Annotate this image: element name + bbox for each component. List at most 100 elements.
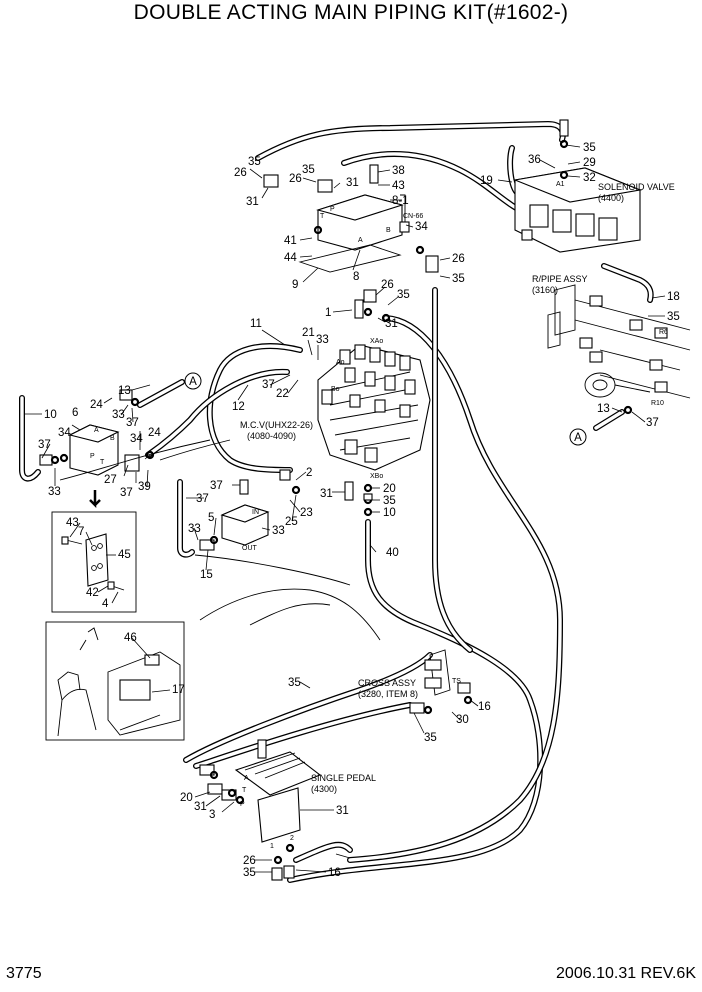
r-pipe-assy xyxy=(547,284,691,431)
callout: 5 xyxy=(208,512,214,524)
note-solenoid-valve-ref: (4400) xyxy=(598,193,624,203)
callout: 35 xyxy=(452,273,465,285)
inset-box-bracket xyxy=(51,490,137,613)
svg-text:IN: IN xyxy=(252,509,259,516)
callout: 16 xyxy=(328,867,341,879)
callout: 6 xyxy=(72,407,78,419)
svg-text:A: A xyxy=(244,775,249,782)
callout: 8 xyxy=(353,271,359,283)
inset-box-cab xyxy=(45,621,185,741)
svg-text:A: A xyxy=(358,237,363,244)
callout: 34 xyxy=(415,221,428,233)
svg-text:Ao: Ao xyxy=(336,359,345,366)
callout: 26 xyxy=(452,253,465,265)
callout: 13 xyxy=(118,385,131,397)
callout: 21 xyxy=(302,327,315,339)
single-pedal-3 xyxy=(199,739,322,881)
svg-text:R10: R10 xyxy=(651,400,664,407)
callout: 11 xyxy=(250,318,262,330)
note-rpipe-assy-ref: (3160) xyxy=(532,285,558,295)
svg-text:A: A xyxy=(94,427,99,434)
callout: 33 xyxy=(112,409,125,421)
hose-vertical-435 xyxy=(432,287,473,653)
callout: 45 xyxy=(118,549,131,561)
callout: 22 xyxy=(276,388,289,400)
svg-text:T: T xyxy=(242,787,247,794)
hose-pedal-lower xyxy=(293,841,353,863)
callout: 23 xyxy=(300,507,313,519)
hose-16 xyxy=(193,702,413,769)
callout: 37 xyxy=(262,379,275,391)
hose-main-right xyxy=(347,315,563,863)
ref-circle-a-right: A xyxy=(569,428,587,446)
assembly-notes: SOLENOID VALVE (4400) R/PIPE ASSY (3160)… xyxy=(240,182,675,794)
hose-15 xyxy=(287,519,544,883)
callout: 35 xyxy=(667,311,680,323)
callout: 3 xyxy=(209,809,215,821)
callout: 4 xyxy=(102,598,109,610)
callout: 26 xyxy=(381,279,394,291)
svg-text:B: B xyxy=(386,227,391,234)
pilot-block-8 xyxy=(263,164,439,273)
callout-numbers: 35 26 31 35 26 31 38 43 8-1 34 41 44 8 9… xyxy=(38,142,680,879)
callout: 41 xyxy=(284,235,297,247)
callout: 26 xyxy=(289,173,302,185)
page-number: 3775 xyxy=(6,965,42,982)
svg-text:Bo: Bo xyxy=(331,386,340,393)
callout: 2 xyxy=(306,467,312,479)
svg-text:XBo: XBo xyxy=(370,473,383,480)
callout: 34 xyxy=(58,427,71,439)
left-bracket-curve xyxy=(59,439,231,481)
svg-text:R6: R6 xyxy=(659,329,668,336)
cross-assy xyxy=(409,649,473,715)
callout: 19 xyxy=(480,175,493,187)
callout: 16 xyxy=(478,701,491,713)
callout: 35 xyxy=(583,142,596,154)
note-cross-assy-ref: (3280, ITEM 8) xyxy=(358,689,418,699)
callout: 31 xyxy=(336,805,349,817)
callout: 24 xyxy=(148,427,161,439)
callout: 33 xyxy=(316,334,329,346)
hose-10 xyxy=(19,395,195,558)
callout: 35 xyxy=(302,164,315,176)
callout: 35 xyxy=(424,732,437,744)
callout: 35 xyxy=(383,495,396,507)
callout: 46 xyxy=(124,632,137,644)
callout: 33 xyxy=(188,523,201,535)
callout: 10 xyxy=(44,409,57,421)
callout: 35 xyxy=(288,677,301,689)
callout: 9 xyxy=(292,279,298,291)
callout: 44 xyxy=(284,252,297,264)
callout: 32 xyxy=(583,172,596,184)
svg-text:B: B xyxy=(110,435,115,442)
callout: 36 xyxy=(528,154,541,166)
solenoid-block-5 xyxy=(194,469,351,586)
revision-info: 2006.10.31 REV.6K xyxy=(556,965,696,982)
svg-text:A: A xyxy=(189,376,197,388)
note-single-pedal-ref: (4300) xyxy=(311,784,337,794)
note-solenoid-valve: SOLENOID VALVE xyxy=(598,182,675,192)
solenoid-valve-assembly xyxy=(512,119,643,253)
callout: 37 xyxy=(38,439,51,451)
svg-text:T: T xyxy=(100,459,105,466)
callout: 10 xyxy=(383,507,396,519)
callout: 38 xyxy=(392,165,405,177)
svg-text:OUT: OUT xyxy=(242,545,258,552)
chassis-curve xyxy=(199,588,381,641)
svg-text:A: A xyxy=(574,432,582,444)
callout: 33 xyxy=(48,486,61,498)
callout: 27 xyxy=(104,474,117,486)
svg-text:2: 2 xyxy=(290,835,294,842)
svg-text:T: T xyxy=(320,213,325,220)
callout: 26 xyxy=(243,855,256,867)
callout: 31 xyxy=(346,177,359,189)
callout: 43 xyxy=(392,180,405,192)
callout: 15 xyxy=(200,569,213,581)
callout: 20 xyxy=(383,483,396,495)
callout: 26 xyxy=(234,167,247,179)
callout: 35 xyxy=(243,867,256,879)
callout: 37 xyxy=(210,480,223,492)
callout: 8-1 xyxy=(392,195,409,207)
callout: 35 xyxy=(397,289,410,301)
